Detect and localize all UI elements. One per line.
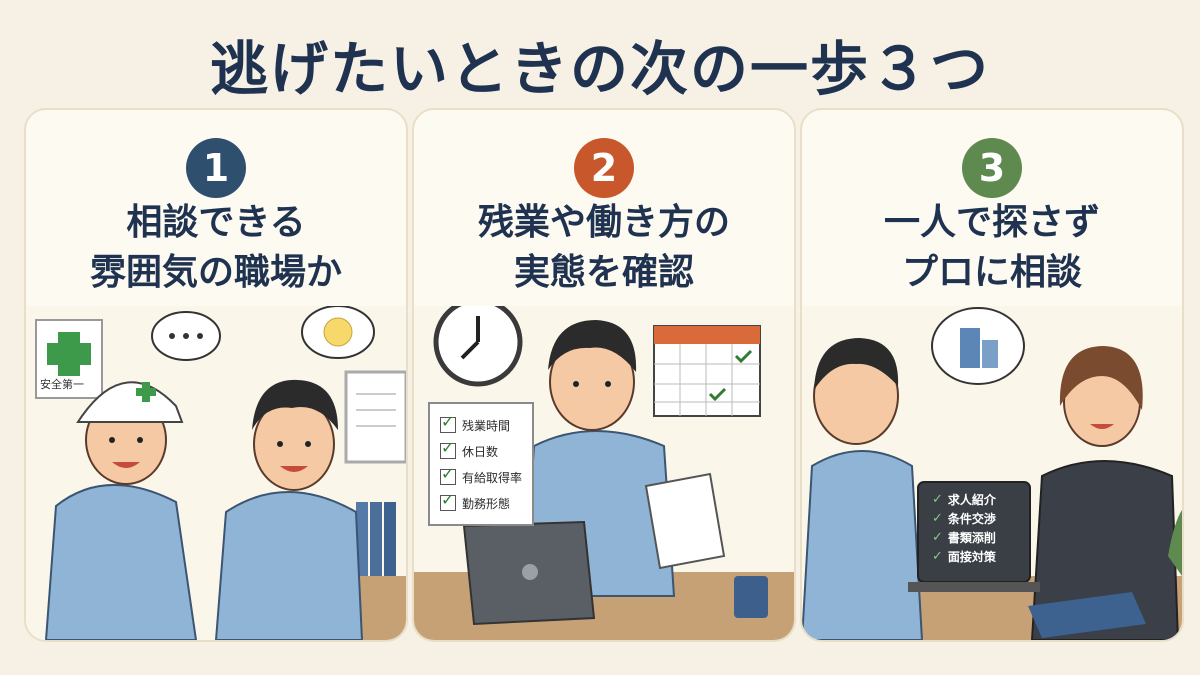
safety-sign-label: 安全第一: [40, 378, 84, 391]
service-item: ✓書類添削: [932, 530, 996, 545]
coworkers-illustration: [26, 305, 406, 640]
check-icon: ✓: [932, 549, 943, 564]
checklist-item: 休日数: [440, 438, 522, 464]
step-heading-line1: 相談できる: [126, 202, 306, 243]
worker-checking-illustration: [414, 297, 794, 640]
checkbox-icon: [440, 464, 456, 485]
workplace-scene: 安全第一: [26, 305, 406, 640]
step-number-badge: 3: [962, 138, 1022, 198]
services-list: ✓求人紹介 ✓条件交渉 ✓書類添削 ✓面接対策: [932, 490, 996, 566]
document-folder-icon: [1028, 592, 1146, 638]
service-item: ✓面接対策: [932, 549, 996, 564]
checklist-item: 有給取得率: [440, 464, 522, 490]
step-heading: 一人で探さず プロに相談: [802, 198, 1182, 298]
step-heading: 相談できる 雰囲気の職場か: [26, 198, 406, 298]
mug-icon: [734, 576, 768, 618]
checklist-card: 残業時間 休日数 有給取得率 勤務形態: [428, 402, 535, 526]
consultation-scene: ✓求人紹介 ✓条件交渉 ✓書類添削 ✓面接対策: [802, 306, 1182, 640]
step-number-badge: 2: [574, 138, 634, 198]
step-card-1: 1 相談できる 雰囲気の職場か: [24, 108, 408, 642]
step-heading: 残業や働き方の 実態を確認: [414, 198, 794, 298]
step-heading-line1: 残業や働き方の: [477, 202, 730, 243]
page-title: 逃げたいときの次の一歩３つ: [209, 35, 990, 103]
step-heading-line2: プロに相談: [901, 252, 1082, 293]
office-scene: 残業時間 休日数 有給取得率 勤務形態: [414, 297, 794, 640]
step-heading-line2: 実態を確認: [513, 252, 694, 293]
checkbox-icon: [440, 438, 456, 459]
check-icon: ✓: [932, 530, 943, 545]
checkbox-icon: [440, 490, 456, 511]
step-number-badge: 1: [186, 138, 246, 198]
service-item: ✓条件交渉: [932, 511, 996, 526]
checkbox-icon: [440, 412, 456, 433]
checklist-item: 残業時間: [440, 412, 522, 438]
service-item: ✓求人紹介: [932, 492, 996, 507]
step-card-3: 3 一人で探さず プロに相談: [800, 108, 1184, 642]
check-icon: ✓: [932, 511, 943, 526]
check-icon: ✓: [932, 492, 943, 507]
step-heading-line1: 一人で探さず: [883, 202, 1100, 243]
checklist-item: 勤務形態: [440, 490, 522, 516]
step-heading-line2: 雰囲気の職場か: [89, 252, 342, 293]
consultation-illustration: [802, 306, 1182, 640]
step-card-2: 2 残業や働き方の 実態を確認: [412, 108, 796, 642]
